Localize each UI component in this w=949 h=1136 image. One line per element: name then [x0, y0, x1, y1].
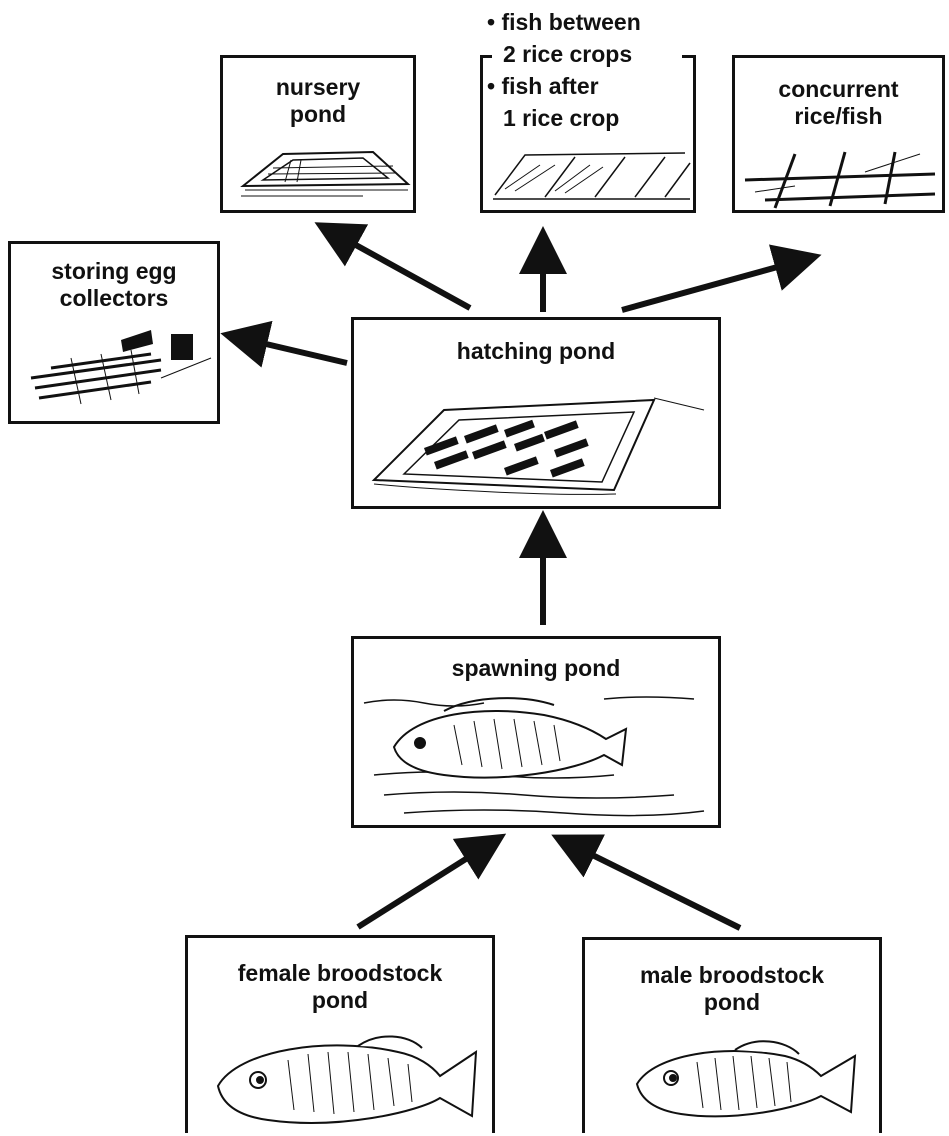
male-broodstock-pond-label: male broodstock pond — [585, 962, 879, 1016]
rotation-item-2: • fish after — [487, 70, 641, 102]
bullet-2: • — [487, 73, 495, 99]
spawning-label: spawning pond — [354, 655, 718, 682]
nursery-pond-label-line2: pond — [223, 101, 413, 128]
storing-egg-collectors-label: storing egg collectors — [11, 258, 217, 312]
rice-fish-rotation-top-right — [682, 55, 696, 58]
hatching-label: hatching pond — [354, 338, 718, 365]
male-label-line1: male broodstock — [585, 962, 879, 989]
storing-label-line1: storing egg — [11, 258, 217, 285]
concurrent-rice-fish-box: concurrent rice/fish — [732, 55, 945, 213]
rotation-item-1-line2: 2 rice crops — [503, 41, 632, 67]
spawning-pond-box: spawning pond — [351, 636, 721, 828]
rotation-item-2-cont: 1 rice crop — [487, 102, 641, 134]
nursery-pond-box: nursery pond — [220, 55, 416, 213]
hatching-pond-box: hatching pond — [351, 317, 721, 509]
spawning-pond-illustration — [354, 685, 718, 825]
hatching-pond-label: hatching pond — [354, 338, 718, 365]
arrow-male-to-spawning — [562, 840, 740, 928]
arrow-female-to-spawning — [358, 840, 496, 927]
female-label-line1: female broodstock — [188, 960, 492, 987]
female-fish-illustration — [188, 1026, 492, 1136]
concurrent-rice-fish-label: concurrent rice/fish — [735, 76, 942, 130]
spawning-pond-label: spawning pond — [354, 655, 718, 682]
concurrent-rice-fish-illustration — [735, 142, 942, 212]
female-label-line2: pond — [188, 987, 492, 1014]
rice-fish-rotation-illustration — [485, 145, 695, 205]
male-fish-illustration — [585, 1028, 879, 1128]
rotation-item-2-line2: 1 rice crop — [503, 105, 619, 131]
nursery-pond-illustration — [223, 146, 413, 206]
hatching-pond-illustration — [354, 370, 718, 500]
arrow-hatching-to-concurrent — [622, 258, 810, 310]
rotation-item-2-line1: fish after — [501, 73, 598, 99]
arrow-hatching-to-nursery — [325, 228, 470, 308]
concurrent-label-line2: rice/fish — [735, 103, 942, 130]
rice-fish-rotation-list: • fish between 2 rice crops • fish after… — [487, 6, 641, 134]
female-broodstock-pond-box: female broodstock pond — [185, 935, 495, 1133]
rotation-item-1-line1: fish between — [501, 9, 640, 35]
female-broodstock-pond-label: female broodstock pond — [188, 960, 492, 1014]
male-broodstock-pond-box: male broodstock pond — [582, 937, 882, 1133]
concurrent-label-line1: concurrent — [735, 76, 942, 103]
spawning-fish — [394, 698, 626, 777]
nursery-pond-label: nursery pond — [223, 74, 413, 128]
rotation-item-1: • fish between — [487, 6, 641, 38]
storing-egg-collectors-box: storing egg collectors — [8, 241, 220, 424]
storing-egg-collectors-illustration — [11, 318, 217, 418]
storing-label-line2: collectors — [11, 285, 217, 312]
bullet-1: • — [487, 9, 495, 35]
rotation-item-1-cont: 2 rice crops — [487, 38, 641, 70]
arrow-hatching-to-storing — [232, 336, 347, 363]
nursery-pond-label-line1: nursery — [223, 74, 413, 101]
male-label-line2: pond — [585, 989, 879, 1016]
